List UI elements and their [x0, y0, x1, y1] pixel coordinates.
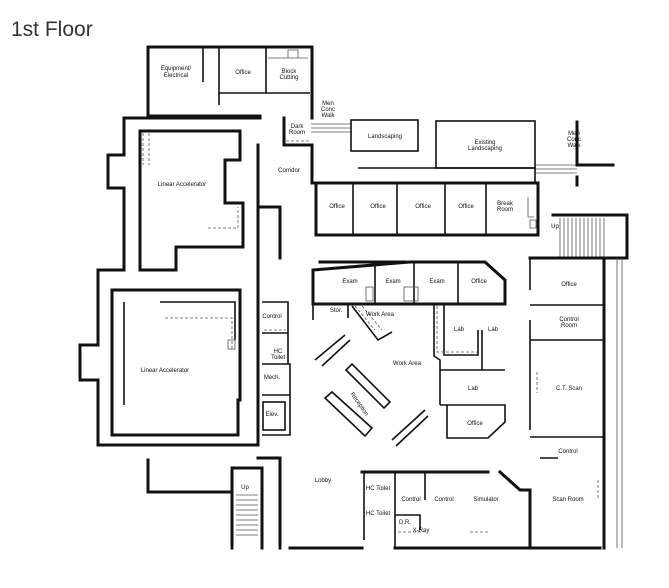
label-xray: X-Ray [413, 528, 430, 534]
label-ct-scan: C.T. Scan [556, 386, 582, 392]
label-office-4: Office [458, 204, 474, 210]
label-walk-1: Men [322, 101, 334, 107]
label-control-b: Control [434, 497, 453, 503]
label-cutting: Cutting [279, 75, 298, 81]
label-corridor: Corridor [278, 168, 300, 174]
label-break: Break [497, 201, 514, 207]
label-control-left: Control [262, 314, 281, 320]
label-office-top: Office [235, 70, 251, 76]
label-stor: Stor. [330, 308, 343, 314]
label-exam-1: Exam [342, 279, 357, 285]
label-walk-2c: Walk [567, 143, 581, 149]
label-hc-toilet-2: HC Toilet [366, 511, 391, 517]
label-lab-3: Lab [468, 386, 479, 392]
label-office-lab: Office [467, 421, 483, 427]
label-linear-accelerator-1: Linear Accelerator [158, 182, 206, 188]
label-walk-1b: Conc [321, 107, 335, 113]
walls [78, 45, 629, 550]
label-up-right: Up [551, 224, 559, 230]
label-walk-2: Men [568, 131, 580, 137]
label-equipment: Equipment/ [161, 66, 192, 72]
label-existing: Existing [474, 140, 495, 146]
label-elev: Elev. [266, 412, 279, 418]
label-electrical: Electrical [164, 73, 188, 79]
label-office-3: Office [415, 204, 431, 210]
label-linear-accelerator-2: Linear Accelerator [141, 368, 189, 374]
label-scan-room: Scan Room [552, 497, 583, 503]
label-lobby: Lobby [315, 478, 331, 484]
label-landscaping: Landscaping [368, 134, 402, 140]
label-exam-3: Exam [429, 279, 444, 285]
label-work-area-2: Work Area [393, 361, 422, 367]
room-labels: Equipment/ Electrical Office Block Cutti… [141, 66, 584, 534]
label-office-2: Office [370, 204, 386, 210]
label-control-a: Control [401, 497, 420, 503]
label-mech: Mech. [264, 375, 281, 381]
label-lab-1: Lab [454, 327, 465, 333]
label-existing-landscaping: Landscaping [468, 146, 502, 152]
label-walk-1c: Walk [321, 113, 335, 119]
label-control-room-2: Room [561, 323, 577, 329]
label-lab-2: Lab [488, 327, 499, 333]
label-dr: D.R. [399, 520, 411, 526]
label-simulator: Simulator [473, 497, 498, 503]
label-office-center: Office [471, 279, 487, 285]
label-dark: Dark [291, 124, 305, 130]
label-exam-2: Exam [385, 279, 400, 285]
label-hc: HC [274, 349, 283, 355]
label-up-left: Up [241, 485, 249, 491]
label-reception: Reception [349, 392, 369, 418]
label-block: Block [282, 69, 298, 75]
label-hc-toilet: Toilet [271, 355, 285, 361]
label-walk-2b: Conc [567, 137, 581, 143]
label-office-right: Office [561, 282, 577, 288]
label-room: Room [289, 130, 305, 136]
label-control-room: Control [559, 317, 578, 323]
floor-title: 1st Floor [11, 18, 93, 41]
label-break-room: Room [497, 207, 513, 213]
label-hc-toilet-1: HC Toilet [366, 486, 391, 492]
label-control-right: Control [558, 449, 577, 455]
label-work-area-1: Work Area [366, 312, 395, 318]
label-office-1: Office [329, 204, 345, 210]
